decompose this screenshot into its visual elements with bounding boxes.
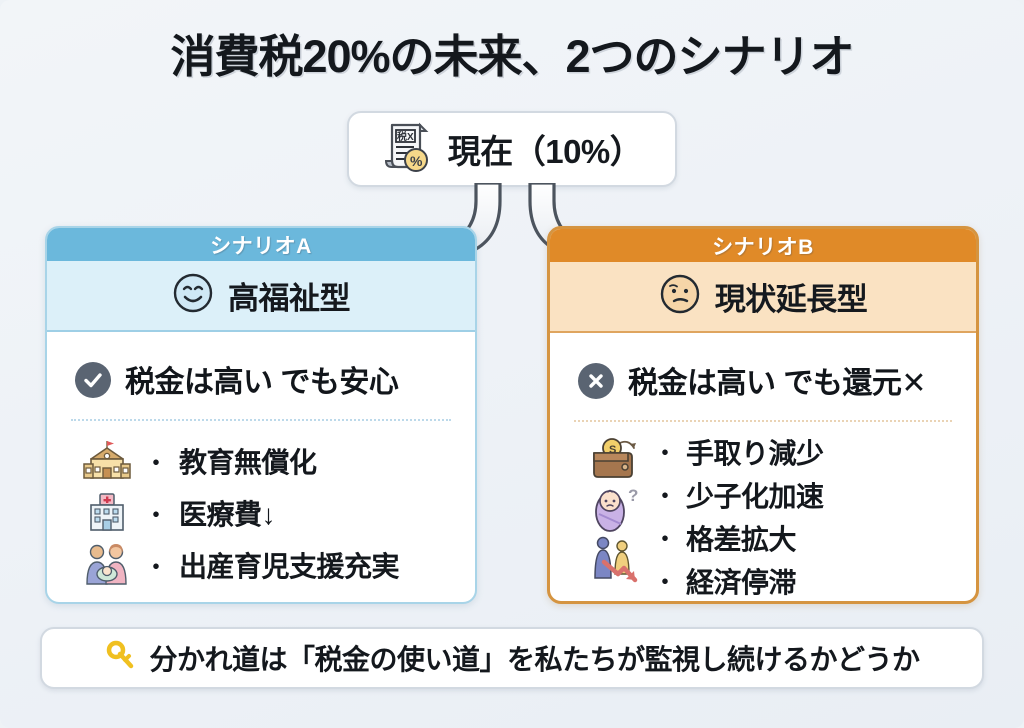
bullet-label: 出産育児支援充実 [179,551,400,582]
smiling-face-icon [172,272,214,319]
scenario-b-tax-text: 税金は高い でも還元✕ [625,358,929,405]
footer-text: 分かれ道は「税金の使い道」を私たちが監視し続けるかどうか [149,644,920,675]
scenario-a-divider [71,419,451,421]
scenario-b-icon-column: S ? [580,430,652,601]
bullet-label: 少子化加速 [686,480,824,512]
wallet-coin-out-icon: S [580,434,652,484]
bullet-label: 手取り減少 [686,437,824,469]
scenario-b-text-column: ・ 手取り減少 ・ 少子化加速 ・ 格差拡大 ・ 経済停滞 [652,430,976,601]
bullet-marker: ・ [143,499,170,530]
scenario-a-bullet-list: ・ 教育無償化 [47,435,475,591]
scenario-a-header: シナリオA [47,228,475,261]
bullet-marker: ・ [652,524,679,554]
family-with-baby-icon [81,542,133,588]
page-title: 消費税20%の未来、2つのシナリオ [170,31,854,82]
scenario-b-bullet-list: S ? [550,430,976,601]
svg-text:S: S [609,444,616,456]
current-tax-label: 現在（10%） [447,133,643,170]
scenario-card-b: シナリオB 現状延長型 税金は高い でも還元✕ [547,226,979,604]
bullet-marker: ・ [143,551,170,582]
svg-text:税X: 税X [397,130,414,143]
bullet-marker: ・ [652,481,679,511]
scenario-b-header: シナリオB [550,229,976,262]
bullet-label: 教育無償化 [179,447,317,478]
key-icon [104,639,138,678]
list-item: ・ 少子化加速 [652,473,976,516]
tax-receipt-icon: 税X % [382,119,434,180]
worried-face-icon [659,273,701,320]
footer-banner: 分かれ道は「税金の使い道」を私たちが監視し続けるかどうか [40,627,984,689]
current-tax-box: 税X % 現在（10%） [347,111,677,187]
bullet-marker: ・ [652,567,679,597]
scenario-b-subtitle-band: 現状延長型 [550,262,976,333]
svg-text:%: % [410,153,423,169]
scenario-card-a: シナリオA 高福祉型 税金は高い でも安心 [45,226,477,604]
bullet-marker: ・ [143,447,170,478]
list-item: ・ 医療費↓ [47,487,475,539]
svg-text:?: ? [628,486,638,505]
scenario-b-tax-row: 税金は高い でも還元✕ [550,358,976,405]
list-item: ・ 経済停滞 [652,559,976,601]
scenario-a-subtitle: 高福祉型 [228,281,351,316]
declining-economy-icon [580,534,652,584]
list-item: ・ 格差拡大 [652,516,976,559]
baby-question-icon: ? [580,484,652,534]
scenario-b-subtitle: 現状延長型 [714,282,868,317]
list-item: ・ 手取り減少 [652,430,976,473]
scenario-a-tax-row: 税金は高い でも安心 [47,357,475,404]
bullet-label: 経済停滞 [686,566,797,598]
list-item: ・ 教育無償化 [47,435,475,487]
cross-circle-icon [578,363,614,399]
hospital-icon [81,490,133,536]
bullet-marker: ・ [652,438,679,468]
school-building-icon [81,438,133,484]
check-circle-icon [75,362,111,398]
scenario-a-tax-text: 税金は高い でも安心 [122,357,402,404]
bullet-label: 医療費↓ [179,499,276,530]
scenario-a-subtitle-band: 高福祉型 [47,261,475,332]
bullet-label: 格差拡大 [686,523,797,555]
scenario-b-divider [574,420,952,422]
list-item: ・ 出産育児支援充実 [47,539,475,591]
